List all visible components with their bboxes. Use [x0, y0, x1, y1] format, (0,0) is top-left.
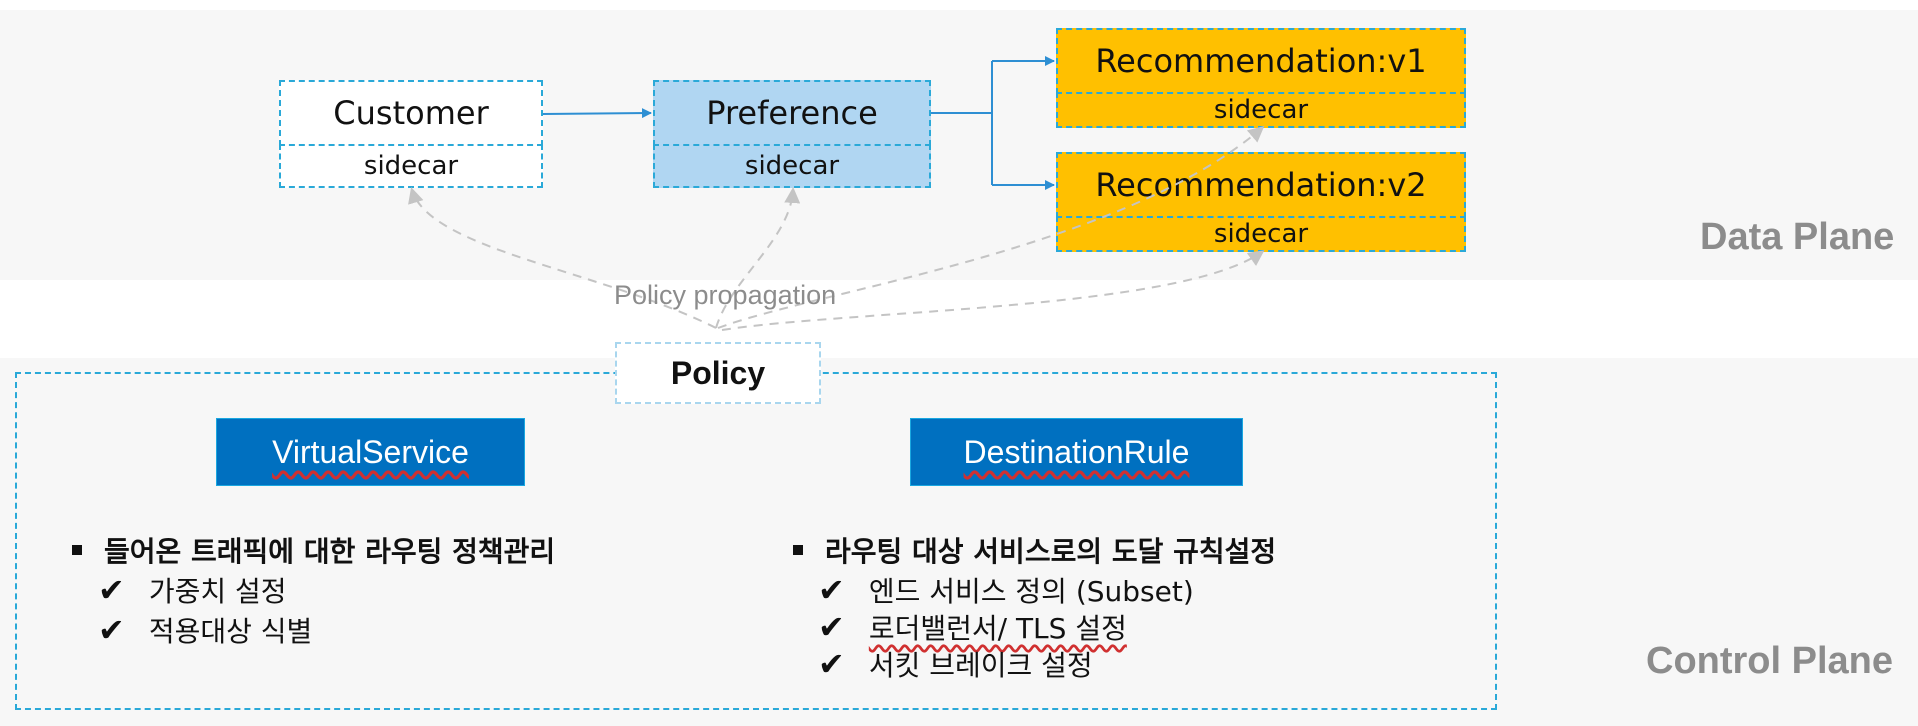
virtualservice-item-2: 적용대상 식별 [148, 615, 313, 648]
virtualservice-heading: 들어온 트래픽에 대한 라우팅 정책관리 [72, 530, 555, 570]
checkmark-icon: ✔ [818, 645, 845, 683]
list-item: ✔ 가중치 설정 [98, 570, 287, 610]
control-plane-label: Control Plane [1646, 640, 1894, 682]
list-item: ✔ 서킷 브레이크 설정 [818, 644, 1093, 684]
virtualservice-button[interactable]: VirtualService [216, 418, 525, 486]
destinationrule-item-2: 로더밸런서/ TLS 설정 [868, 612, 1127, 645]
customer-service-name: Customer [333, 94, 489, 132]
destinationrule-item-1: 엔드 서비스 정의 (Subset) [868, 575, 1194, 608]
recommendation-v1-name: Recommendation:v1 [1095, 42, 1427, 80]
propagation-to-preference-arrow [715, 187, 801, 329]
customer-to-preference-arrow [542, 108, 652, 119]
checkmark-icon: ✔ [98, 611, 125, 649]
destinationrule-heading: 라우팅 대상 서비스로의 도달 규칙설정 [793, 530, 1276, 570]
virtualservice-heading-text: 들어온 트래픽에 대한 라우팅 정책관리 [104, 535, 556, 568]
virtualservice-label: VirtualService [272, 433, 469, 470]
list-item: ✔ 엔드 서비스 정의 (Subset) [818, 570, 1194, 610]
customer-sidecar-label: sidecar [363, 151, 459, 181]
preference-sidecar-label: sidecar [744, 151, 840, 181]
destinationrule-item-3: 서킷 브레이크 설정 [868, 649, 1093, 682]
recommendation-v2-sidecar-label: sidecar [1213, 219, 1309, 249]
recommendation-v1-box[interactable]: Recommendation:v1 [1056, 28, 1466, 94]
destinationrule-heading-text: 라우팅 대상 서비스로의 도달 규칙설정 [825, 535, 1277, 568]
checkmark-icon: ✔ [98, 571, 125, 609]
customer-sidecar-box[interactable]: sidecar [279, 144, 543, 188]
preference-sidecar-box[interactable]: sidecar [653, 144, 931, 188]
preference-service-name: Preference [706, 94, 878, 132]
destinationrule-label: DestinationRule [963, 433, 1190, 470]
policy-propagation-label: Policy propagation [614, 280, 837, 310]
data-plane-label: Data Plane [1700, 216, 1895, 258]
square-bullet-icon [793, 545, 803, 555]
virtualservice-item-1: 가중치 설정 [148, 575, 287, 608]
propagation-to-v1-arrow [717, 126, 1265, 329]
propagation-to-customer-arrow [408, 187, 717, 329]
customer-service-box[interactable]: Customer [279, 80, 543, 146]
recommendation-v1-sidecar-box[interactable]: sidecar [1056, 92, 1466, 128]
policy-box[interactable]: Policy [615, 342, 821, 404]
square-bullet-icon [72, 545, 82, 555]
checkmark-icon: ✔ [818, 608, 845, 646]
list-item: ✔ 적용대상 식별 [98, 610, 312, 650]
checkmark-icon: ✔ [818, 571, 845, 609]
recommendation-v2-sidecar-box[interactable]: sidecar [1056, 216, 1466, 252]
recommendation-v1-sidecar-label: sidecar [1213, 95, 1309, 125]
propagation-to-v2-arrow [721, 250, 1265, 331]
destinationrule-button[interactable]: DestinationRule [910, 418, 1243, 486]
list-item: ✔ 로더밸런서/ TLS 설정 [818, 607, 1127, 647]
